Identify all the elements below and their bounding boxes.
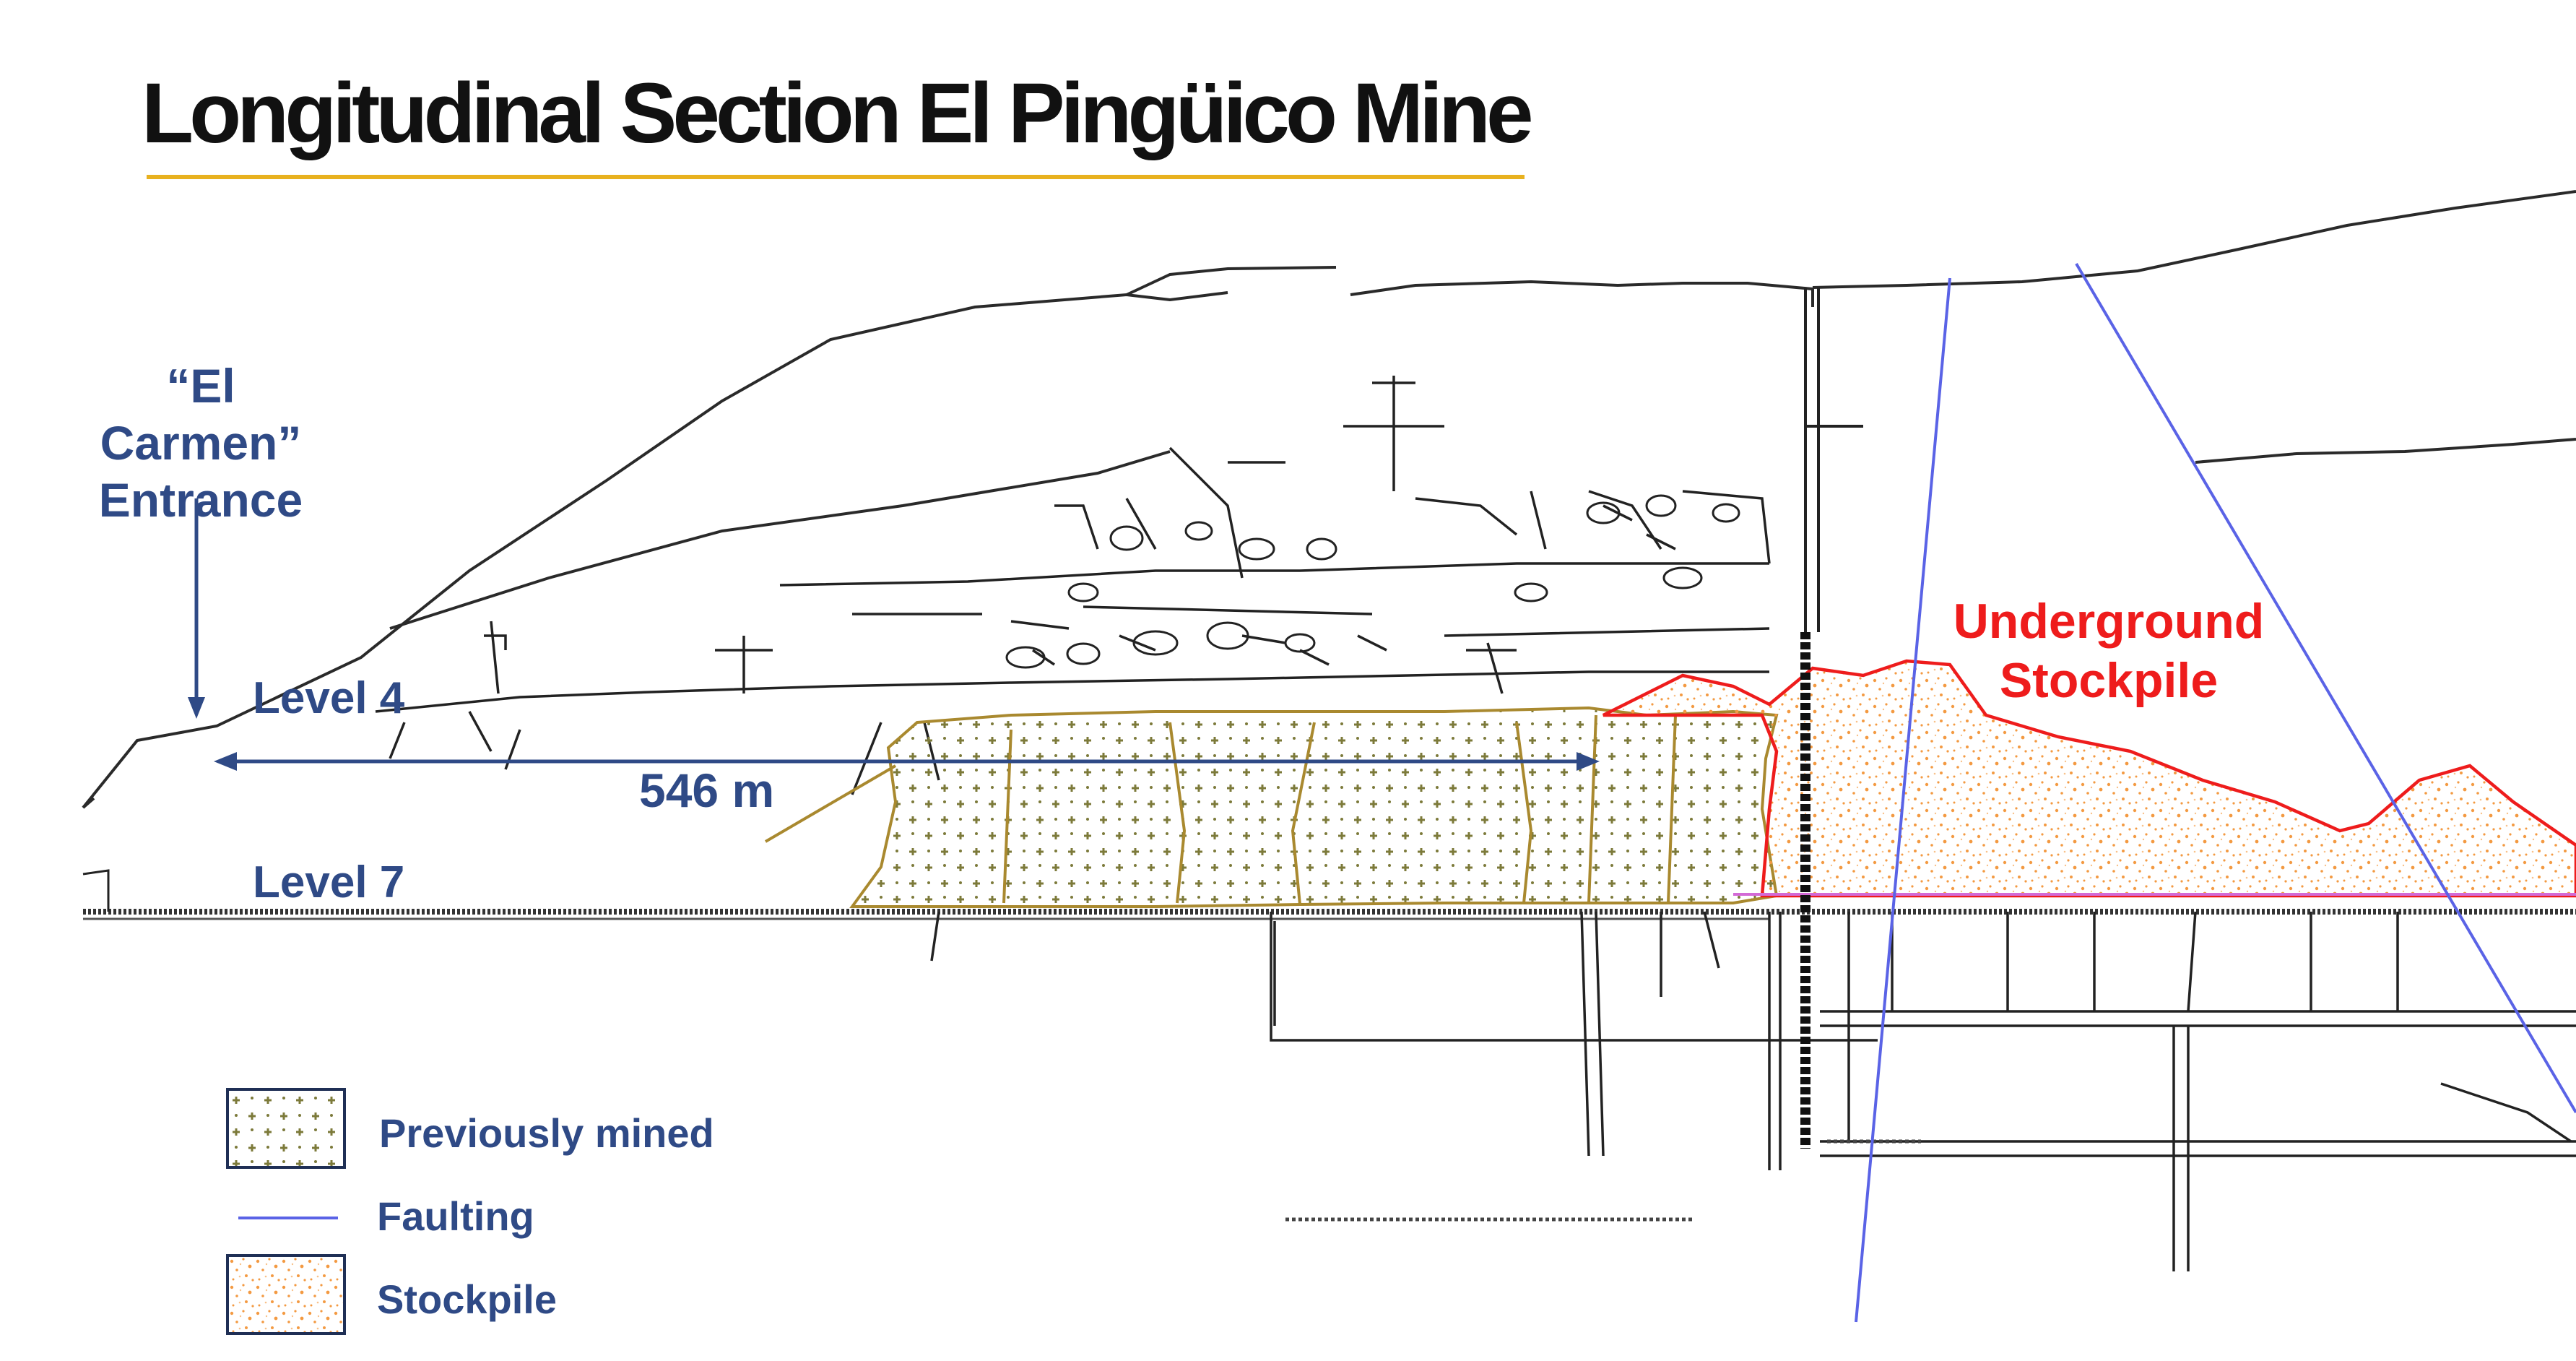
legend-label-stockpile: Stockpile xyxy=(377,1276,557,1322)
entrance-label-line1: “El Carmen” xyxy=(100,359,302,470)
lower-workings xyxy=(930,911,2576,1271)
legend-swatch-faulting xyxy=(238,1217,338,1219)
level-7-haulage xyxy=(82,869,2576,920)
distance-label: 546 m xyxy=(639,764,775,817)
underground-stockpile-label: Underground Stockpile xyxy=(1921,592,2297,710)
legend-label-previously-mined: Previously mined xyxy=(379,1110,714,1156)
stockpile-label-line2: Stockpile xyxy=(1999,652,2219,708)
stockpile-label-line1: Underground xyxy=(1953,594,2265,649)
legend-swatch-previously-mined xyxy=(226,1088,346,1169)
legend-label-faulting: Faulting xyxy=(377,1193,534,1239)
entrance-label: “El Carmen” Entrance xyxy=(71,358,331,530)
main-shaft xyxy=(1800,288,1863,1149)
stope-outlines xyxy=(1005,494,1740,669)
faults xyxy=(1855,262,2576,1323)
lower-drifts-dashed xyxy=(1285,1139,1921,1222)
previously-mined-swatch-pattern xyxy=(229,1091,343,1166)
title-underline xyxy=(147,175,1525,179)
stockpile-swatch-pattern xyxy=(229,1257,343,1332)
mined-internal-walls xyxy=(764,714,1677,905)
legend-swatch-stockpile xyxy=(226,1254,346,1335)
page-title: Longitudinal Section El Pingüico Mine xyxy=(142,66,1534,161)
distance-arrow xyxy=(214,752,1600,771)
level-4-label: Level 4 xyxy=(253,673,405,723)
level-7-label: Level 7 xyxy=(253,857,405,907)
topography xyxy=(82,190,2576,809)
entrance-arrow xyxy=(188,498,205,719)
entrance-label-line2: Entrance xyxy=(98,473,303,527)
previously-mined-area xyxy=(849,706,1779,908)
